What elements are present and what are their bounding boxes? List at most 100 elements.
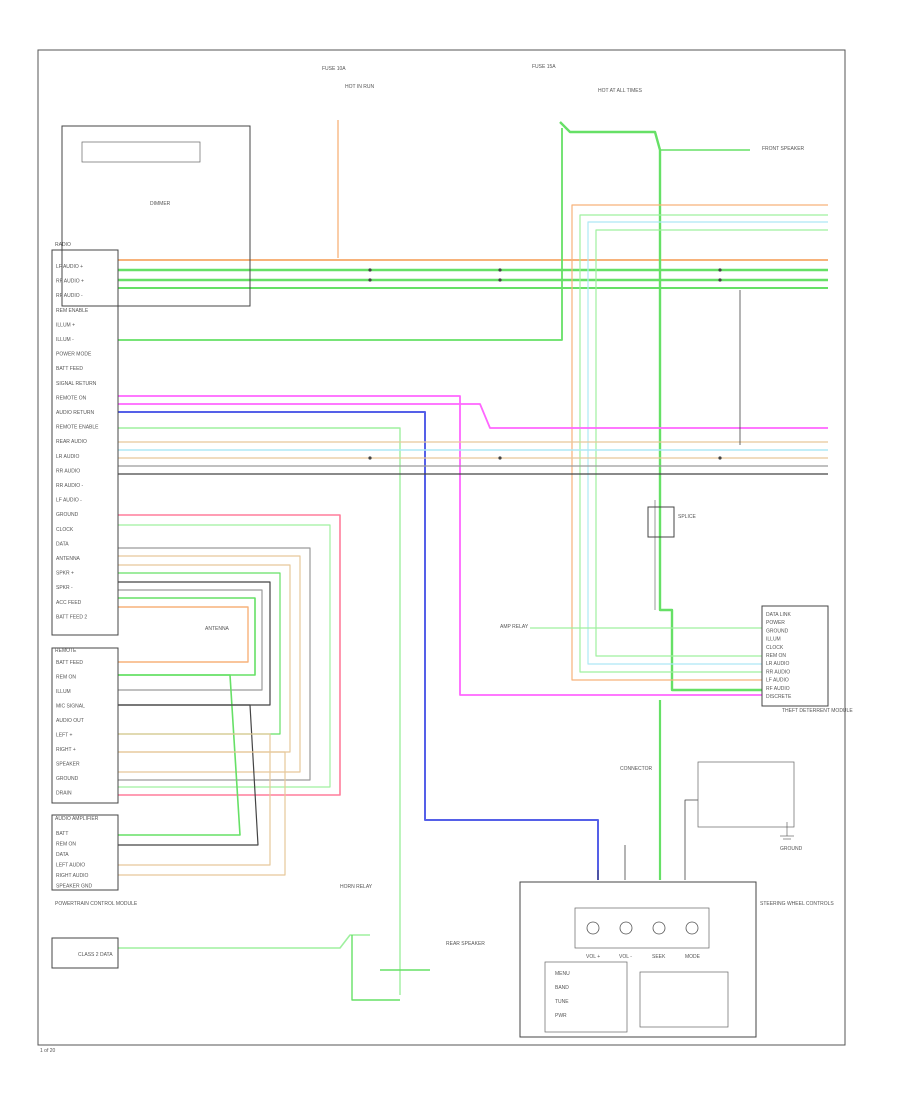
steering-label-3: PWR: [555, 1013, 567, 1019]
amp-pin-3: LEFT AUDIO: [56, 863, 85, 869]
remote-pin-4: AUDIO OUT: [56, 718, 84, 724]
remote-pin-1: REM ON: [56, 675, 76, 681]
right-module-pin-7: RR AUDIO: [766, 669, 790, 675]
radio-pin-13: LR AUDIO: [56, 454, 79, 460]
radio-pin-16: LF AUDIO -: [56, 498, 82, 504]
steering-button-0: [586, 921, 600, 935]
radio-pin-22: SPKR -: [56, 585, 73, 591]
wire-35: [118, 751, 286, 876]
right-module-pin-0: DATA LINK: [766, 612, 791, 618]
splice-dot-1: [368, 278, 372, 282]
remote-title: REMOTE: [55, 648, 77, 654]
steering-title: STEERING WHEEL CONTROLS: [760, 901, 834, 907]
component-label-4: FRONT SPEAKER: [762, 146, 805, 152]
wire-layer: [118, 120, 828, 1001]
radio-pin-4: ILLUM +: [56, 322, 75, 328]
radio-pin-21: SPKR +: [56, 571, 74, 577]
steering-button-label-2: SEEK: [652, 954, 666, 960]
amp-pin-2: DATA: [56, 852, 69, 858]
steering-button-label-1: VOL -: [619, 954, 632, 960]
component-label-0: HOT IN RUN: [345, 84, 374, 90]
steering-button-2: [652, 921, 666, 935]
steering-lower-box-right: [639, 971, 729, 1028]
wire-30: [118, 597, 256, 676]
splice-dot-4: [718, 268, 722, 272]
wire-14: [118, 411, 599, 880]
radio-title: RADIO: [55, 242, 71, 248]
wire-9: [579, 214, 828, 673]
amp-pin-0: BATT: [56, 831, 68, 837]
wire-32: [118, 674, 241, 836]
dimmer-block: [697, 761, 795, 828]
amp-pin-4: RIGHT AUDIO: [56, 873, 89, 879]
amp-pin-5: SPEAKER GND: [56, 884, 93, 890]
right-module-pin-8: LF AUDIO: [766, 678, 789, 684]
steering-module-box: [519, 881, 757, 1038]
component-label-1: HOT AT ALL TIMES: [598, 88, 643, 94]
radio-pin-3: REM ENABLE: [56, 308, 89, 314]
radio-pin-labels: LF AUDIO + RF AUDIO + RF AUDIO - REM ENABLE…: [56, 264, 99, 620]
splice-dot-0: [368, 268, 372, 272]
radio-pin-18: CLOCK: [56, 527, 74, 533]
component-label-6: AMP RELAY: [500, 624, 529, 630]
powertrain-title: POWERTRAIN CONTROL MODULE: [55, 901, 138, 907]
radio-pin-8: SIGNAL RETURN: [56, 381, 97, 387]
wire-11: [595, 229, 828, 657]
right-module-pin-1: POWER: [766, 620, 785, 626]
component-label-5: REAR SPEAKER: [446, 941, 485, 947]
steering-label-0: MENU: [555, 971, 570, 977]
wire-28: [118, 581, 271, 706]
wire-31: [118, 606, 249, 663]
splice-dot-3: [498, 278, 502, 282]
right-module-pin-5: REM ON: [766, 653, 786, 659]
fuse-label-0: FUSE 10A: [322, 66, 346, 72]
page-code: 1 of 20: [40, 1048, 56, 1054]
radio-pin-0: LF AUDIO +: [56, 264, 83, 270]
diagram-frame: [37, 49, 846, 1046]
splice-dot-6: [368, 456, 372, 460]
right-module-title: THEFT DETERRENT MODULE: [782, 708, 853, 714]
steering-button-box: [574, 907, 710, 949]
relay-box: [647, 506, 675, 538]
right-module-pin-6: LR AUDIO: [766, 661, 789, 667]
right-module-pin-9: RF AUDIO: [766, 686, 790, 692]
wire-24: [118, 547, 311, 781]
wire-42: [684, 799, 698, 880]
powertrain-module-box: [51, 937, 119, 969]
radio-pin-1: RF AUDIO +: [56, 279, 84, 285]
wire-7: [118, 128, 563, 341]
right-module: THEFT DETERRENT MODULE DATA LINKPOWERGRO…: [761, 605, 853, 714]
wire-15: [118, 427, 401, 995]
component-label-7: HORN RELAY: [340, 884, 373, 890]
wire-34: [118, 733, 271, 866]
steering-button-label-0: VOL +: [586, 954, 600, 960]
wire-5: [559, 121, 762, 692]
amp-module-box: [51, 814, 119, 891]
steering-button-3: [685, 921, 699, 935]
steering-label-1: BAND: [555, 985, 569, 991]
splice-dot-2: [498, 268, 502, 272]
radio-pin-15: RR AUDIO -: [56, 483, 84, 489]
radio-pin-2: RF AUDIO -: [56, 293, 83, 299]
radio-pin-19: DATA: [56, 541, 69, 547]
wire-36: [118, 934, 370, 949]
radio-pin-23: ACC FEED: [56, 600, 82, 606]
right-module-box: [761, 605, 829, 707]
remote-module-box: [51, 647, 119, 804]
radio-pin-5: ILLUM -: [56, 337, 74, 343]
amp-pin-1: REM ON: [56, 842, 76, 848]
dimmer-box: [697, 761, 795, 828]
ground-label: GROUND: [780, 846, 803, 852]
splice-dot-8: [718, 456, 722, 460]
remote-pin-3: MIC SIGNAL: [56, 704, 85, 710]
powertrain-module: POWERTRAIN CONTROL MODULE CLASS 2 DATA: [51, 901, 138, 969]
splice-dot-7: [498, 456, 502, 460]
steering-button-1: [619, 921, 633, 935]
component-label-3: ANTENNA: [205, 626, 230, 632]
wire-25: [118, 555, 301, 773]
